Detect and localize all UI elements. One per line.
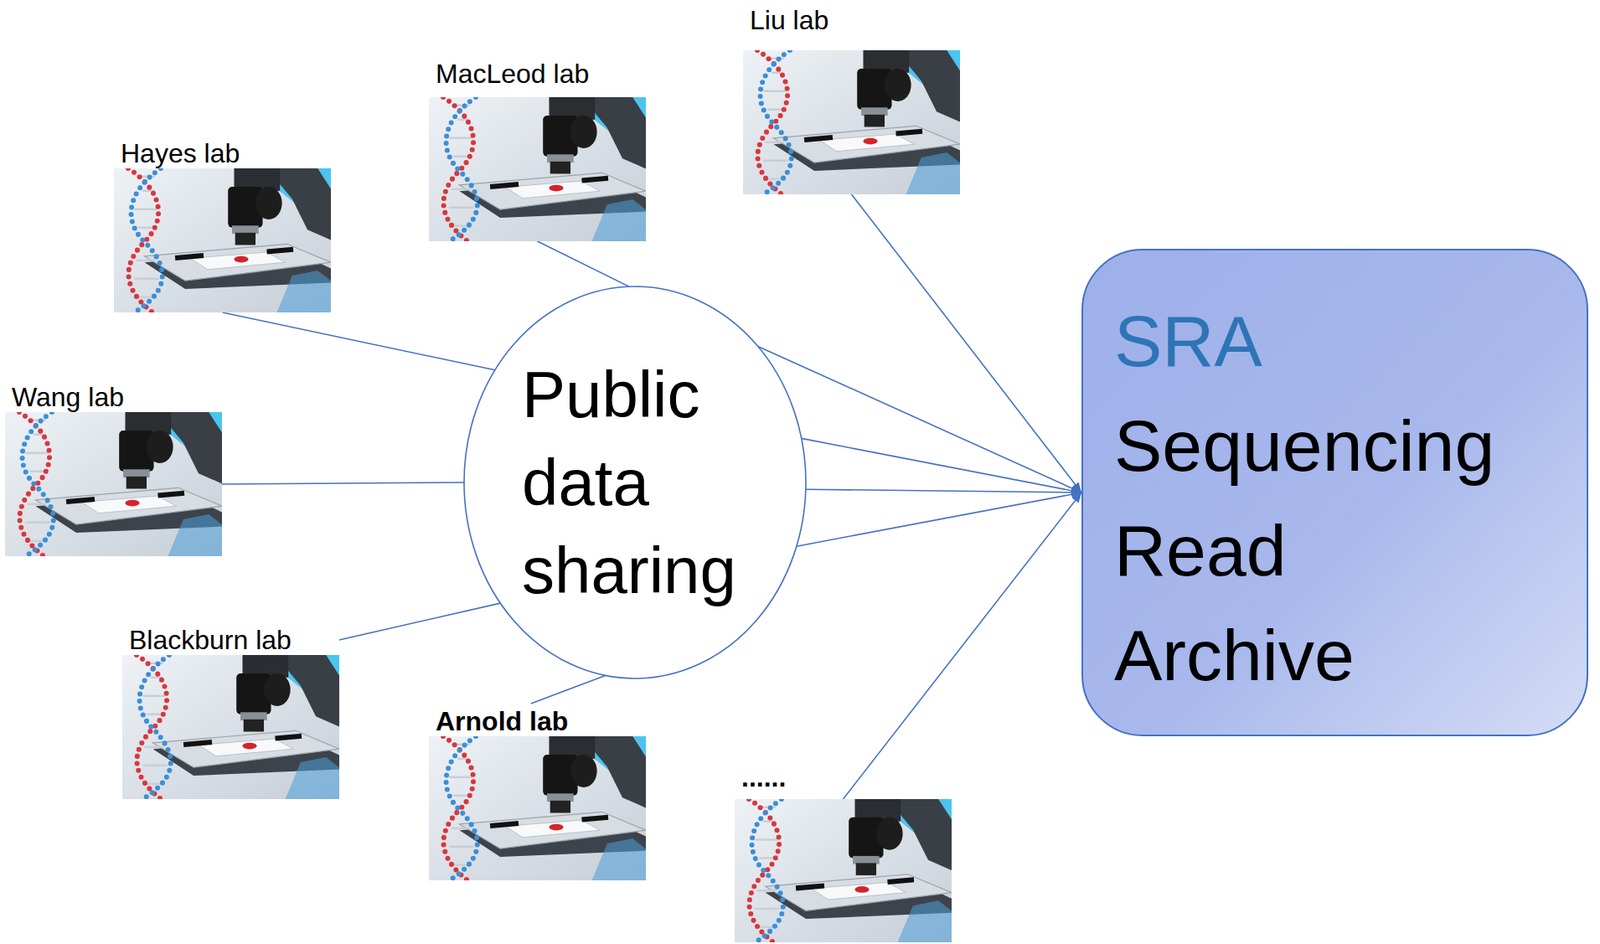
- connector-line: [221, 482, 465, 485]
- connector-line: [805, 489, 1082, 493]
- circle-shape: [464, 286, 806, 679]
- lab-label: ......: [741, 762, 786, 793]
- lab-label: Blackburn lab: [129, 624, 292, 656]
- lab-node: Hayes lab: [113, 138, 331, 313]
- lab-node: Blackburn lab: [122, 624, 340, 800]
- microscope-illustration: [122, 655, 340, 800]
- circle-text: Public data sharing: [521, 350, 749, 615]
- lab-node: Wang lab: [5, 381, 222, 557]
- archive-name: Sequencing Read Archive: [1114, 393, 1517, 708]
- connector-line: [339, 603, 501, 640]
- lab-node: MacLeod lab: [428, 58, 646, 242]
- lab-node: ......: [734, 762, 952, 943]
- lab-label: Hayes lab: [120, 138, 240, 169]
- connector-line: [851, 194, 1083, 493]
- microscope-illustration: [113, 168, 331, 313]
- connector-line: [801, 438, 1082, 493]
- connector-line: [758, 345, 1082, 493]
- lab-label: MacLeod lab: [435, 58, 589, 89]
- lab-node: Liu lab: [743, 5, 960, 195]
- lab-label: Liu lab: [749, 5, 829, 36]
- archive-acronym: SRA: [1114, 289, 1570, 394]
- lab-label: Arnold lab: [435, 706, 568, 737]
- connector-line: [796, 492, 1082, 547]
- connector-line: [537, 241, 630, 287]
- connector-line: [843, 492, 1083, 800]
- data-sharing-circle: Public data sharing: [463, 285, 807, 680]
- microscope-illustration: [734, 799, 952, 943]
- lab-node: Arnold lab: [428, 706, 646, 881]
- microscope-illustration: [428, 736, 646, 881]
- microscope-illustration: [743, 50, 960, 195]
- microscope-illustration: [5, 412, 222, 557]
- archive-box: SRASequencing Read Archive: [1081, 248, 1589, 737]
- connector-line: [531, 675, 606, 704]
- connector-line: [222, 312, 496, 371]
- circle-text-wrap: Public data sharing: [463, 285, 807, 680]
- microscope-illustration: [428, 97, 646, 242]
- lab-label: Wang lab: [11, 381, 124, 413]
